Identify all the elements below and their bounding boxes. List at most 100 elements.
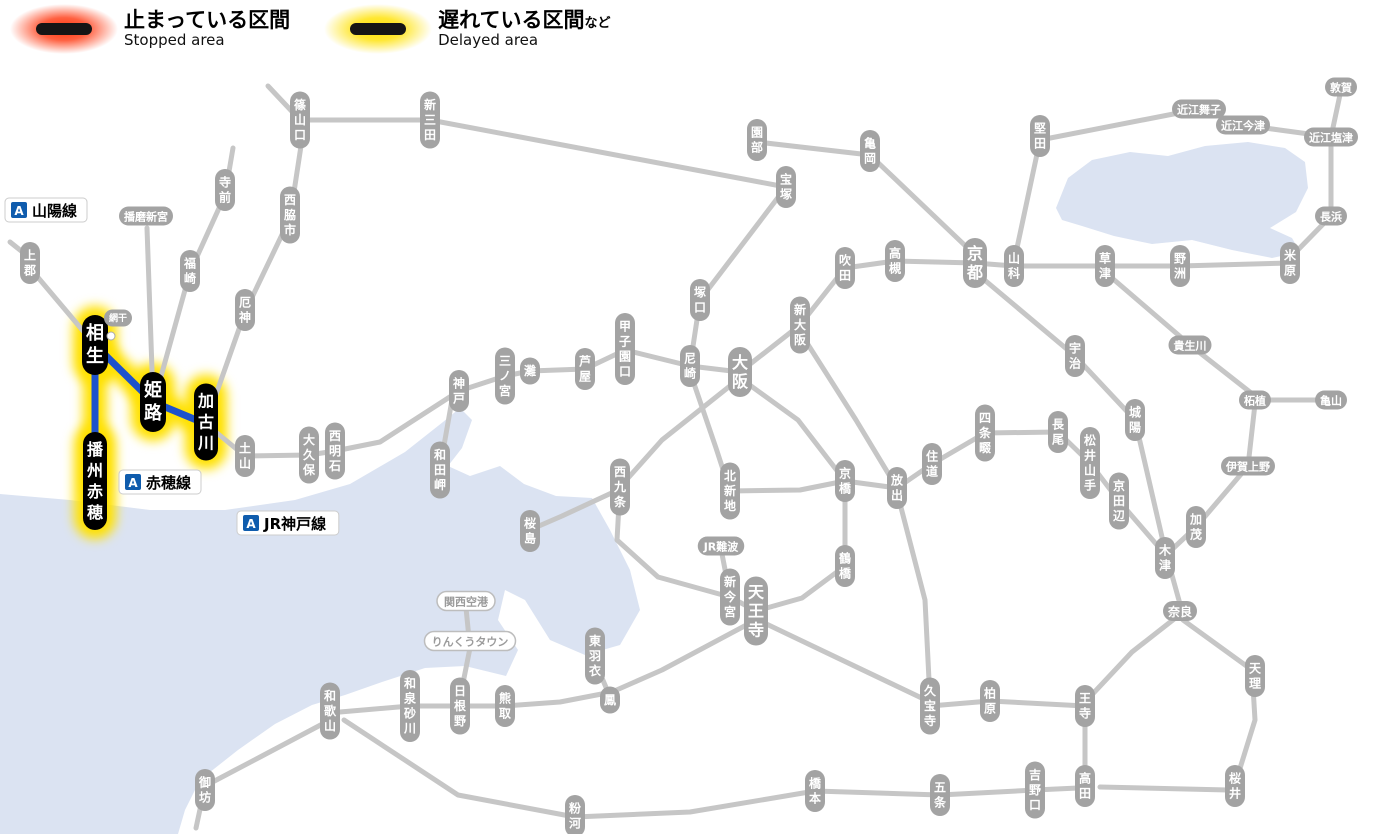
station-pill: 厄神 [235, 289, 255, 331]
station-label: 園 [619, 350, 631, 364]
station-label: 熊 [499, 691, 511, 706]
station-shape [1075, 765, 1095, 807]
station-shape [140, 372, 166, 432]
station-label: 山 [294, 112, 306, 127]
station-pill: 大久保 [299, 426, 319, 484]
station-label: 州 [86, 461, 103, 480]
station-shape [887, 467, 907, 509]
station-label: 口 [1029, 798, 1041, 812]
station-pill: りんくうタウン [423, 630, 517, 652]
station-shape [1030, 115, 1050, 157]
station-pill: 篠山口 [290, 91, 310, 149]
station-label: 田 [1113, 494, 1125, 508]
station-pill: 北新地 [720, 462, 740, 520]
station-label: 歌 [324, 703, 337, 718]
station-label: 西 [284, 193, 296, 207]
station-pill: 芦屋 [575, 348, 595, 390]
station-label: 山 [1008, 251, 1020, 266]
station-pill: 園部 [747, 119, 767, 161]
station-shape [1304, 127, 1358, 147]
station-pill: 敦賀 [1325, 77, 1357, 97]
station-shape [400, 670, 420, 742]
station-shape [83, 432, 107, 530]
station-label: 関西空港 [444, 595, 489, 609]
rail-line [1102, 269, 1258, 399]
station-label: 郡 [23, 264, 36, 278]
station-label: 和 [433, 447, 446, 462]
station-label: 伊賀上野 [1225, 460, 1270, 474]
rail-line [687, 369, 848, 494]
station-shape [104, 309, 132, 327]
station-shape [835, 247, 855, 289]
station-pill: 土山 [235, 435, 255, 477]
station-pill: 米原 [1280, 242, 1300, 284]
station-label: 福 [183, 256, 196, 271]
legend-item-delayed: 遅れている区間など Delayed area [324, 4, 611, 54]
station-label: 園 [751, 126, 763, 140]
station-label: 芦 [579, 354, 591, 369]
station-label: 敦賀 [1330, 81, 1352, 95]
station-label: 新 [724, 483, 736, 498]
station-label: 岬 [434, 478, 446, 492]
station-shape [615, 313, 635, 385]
station-pill: 西脇市 [280, 186, 300, 244]
station-pill: 伊賀上野 [1221, 456, 1275, 476]
station-label: 西 [614, 465, 626, 479]
station-label: 穂 [87, 503, 103, 522]
rail-line [1180, 617, 1258, 781]
station-pill: 宝塚 [776, 166, 796, 208]
station-pill: 宇治 [1065, 335, 1085, 377]
station-shape [885, 240, 905, 282]
station-shape [495, 347, 515, 405]
station-label: 灘 [524, 363, 536, 378]
station-label: 口 [619, 365, 631, 379]
station-label: 宇 [1069, 341, 1081, 356]
rail-line [737, 258, 978, 375]
rail-line [797, 329, 900, 491]
station-label: 野 [1174, 252, 1186, 266]
station-label: 口 [294, 128, 306, 142]
station-shape [747, 119, 767, 161]
station-label: 宝 [780, 172, 792, 187]
station-label: 吹 [839, 253, 852, 268]
station-shape [922, 443, 942, 485]
station-label: 田 [1079, 787, 1091, 801]
station-label: 桜 [1229, 771, 1241, 786]
station-shape [860, 130, 880, 172]
station-pill: 神戸 [449, 370, 469, 412]
station-shape [1065, 335, 1085, 377]
station-pill-delayed: 加古川 [194, 383, 218, 461]
station-label: 播 [87, 440, 104, 459]
station-pill: 京橋 [835, 460, 855, 502]
station-pill: 尼崎 [680, 345, 700, 387]
station-label: 出 [891, 488, 903, 503]
station-shape [325, 422, 345, 480]
station-label: 貴生川 [1174, 339, 1207, 353]
station-pill: 東羽衣 [585, 627, 605, 685]
station-label: 寺 [748, 621, 764, 640]
station-pill-delayed: 相生 [82, 315, 108, 375]
rail-line [144, 225, 156, 401]
station-label: 北 [724, 468, 736, 483]
station-pill: 三ノ宮 [495, 347, 515, 405]
station-pill: 王寺 [1075, 685, 1095, 727]
station-pill: 山科 [1004, 245, 1024, 287]
station-label: 茂 [1190, 527, 1202, 542]
station-shape [450, 677, 470, 735]
station-pill: 日根野 [450, 677, 470, 735]
station-label: 長 [1052, 417, 1065, 432]
station-label: 鶴 [839, 551, 851, 566]
station-pill: 野洲 [1170, 245, 1190, 287]
station-label: 網干 [109, 312, 127, 324]
station-pill: 大阪 [728, 347, 752, 397]
station-pill: 京都 [963, 238, 987, 288]
station-label: 宮 [499, 383, 511, 398]
rail-line [529, 487, 621, 532]
station-label: 地 [724, 498, 736, 513]
station-label: 播磨新宮 [124, 210, 168, 224]
station-shape [235, 435, 255, 477]
station-label: 寺 [219, 175, 231, 190]
rail-line [341, 717, 1081, 820]
